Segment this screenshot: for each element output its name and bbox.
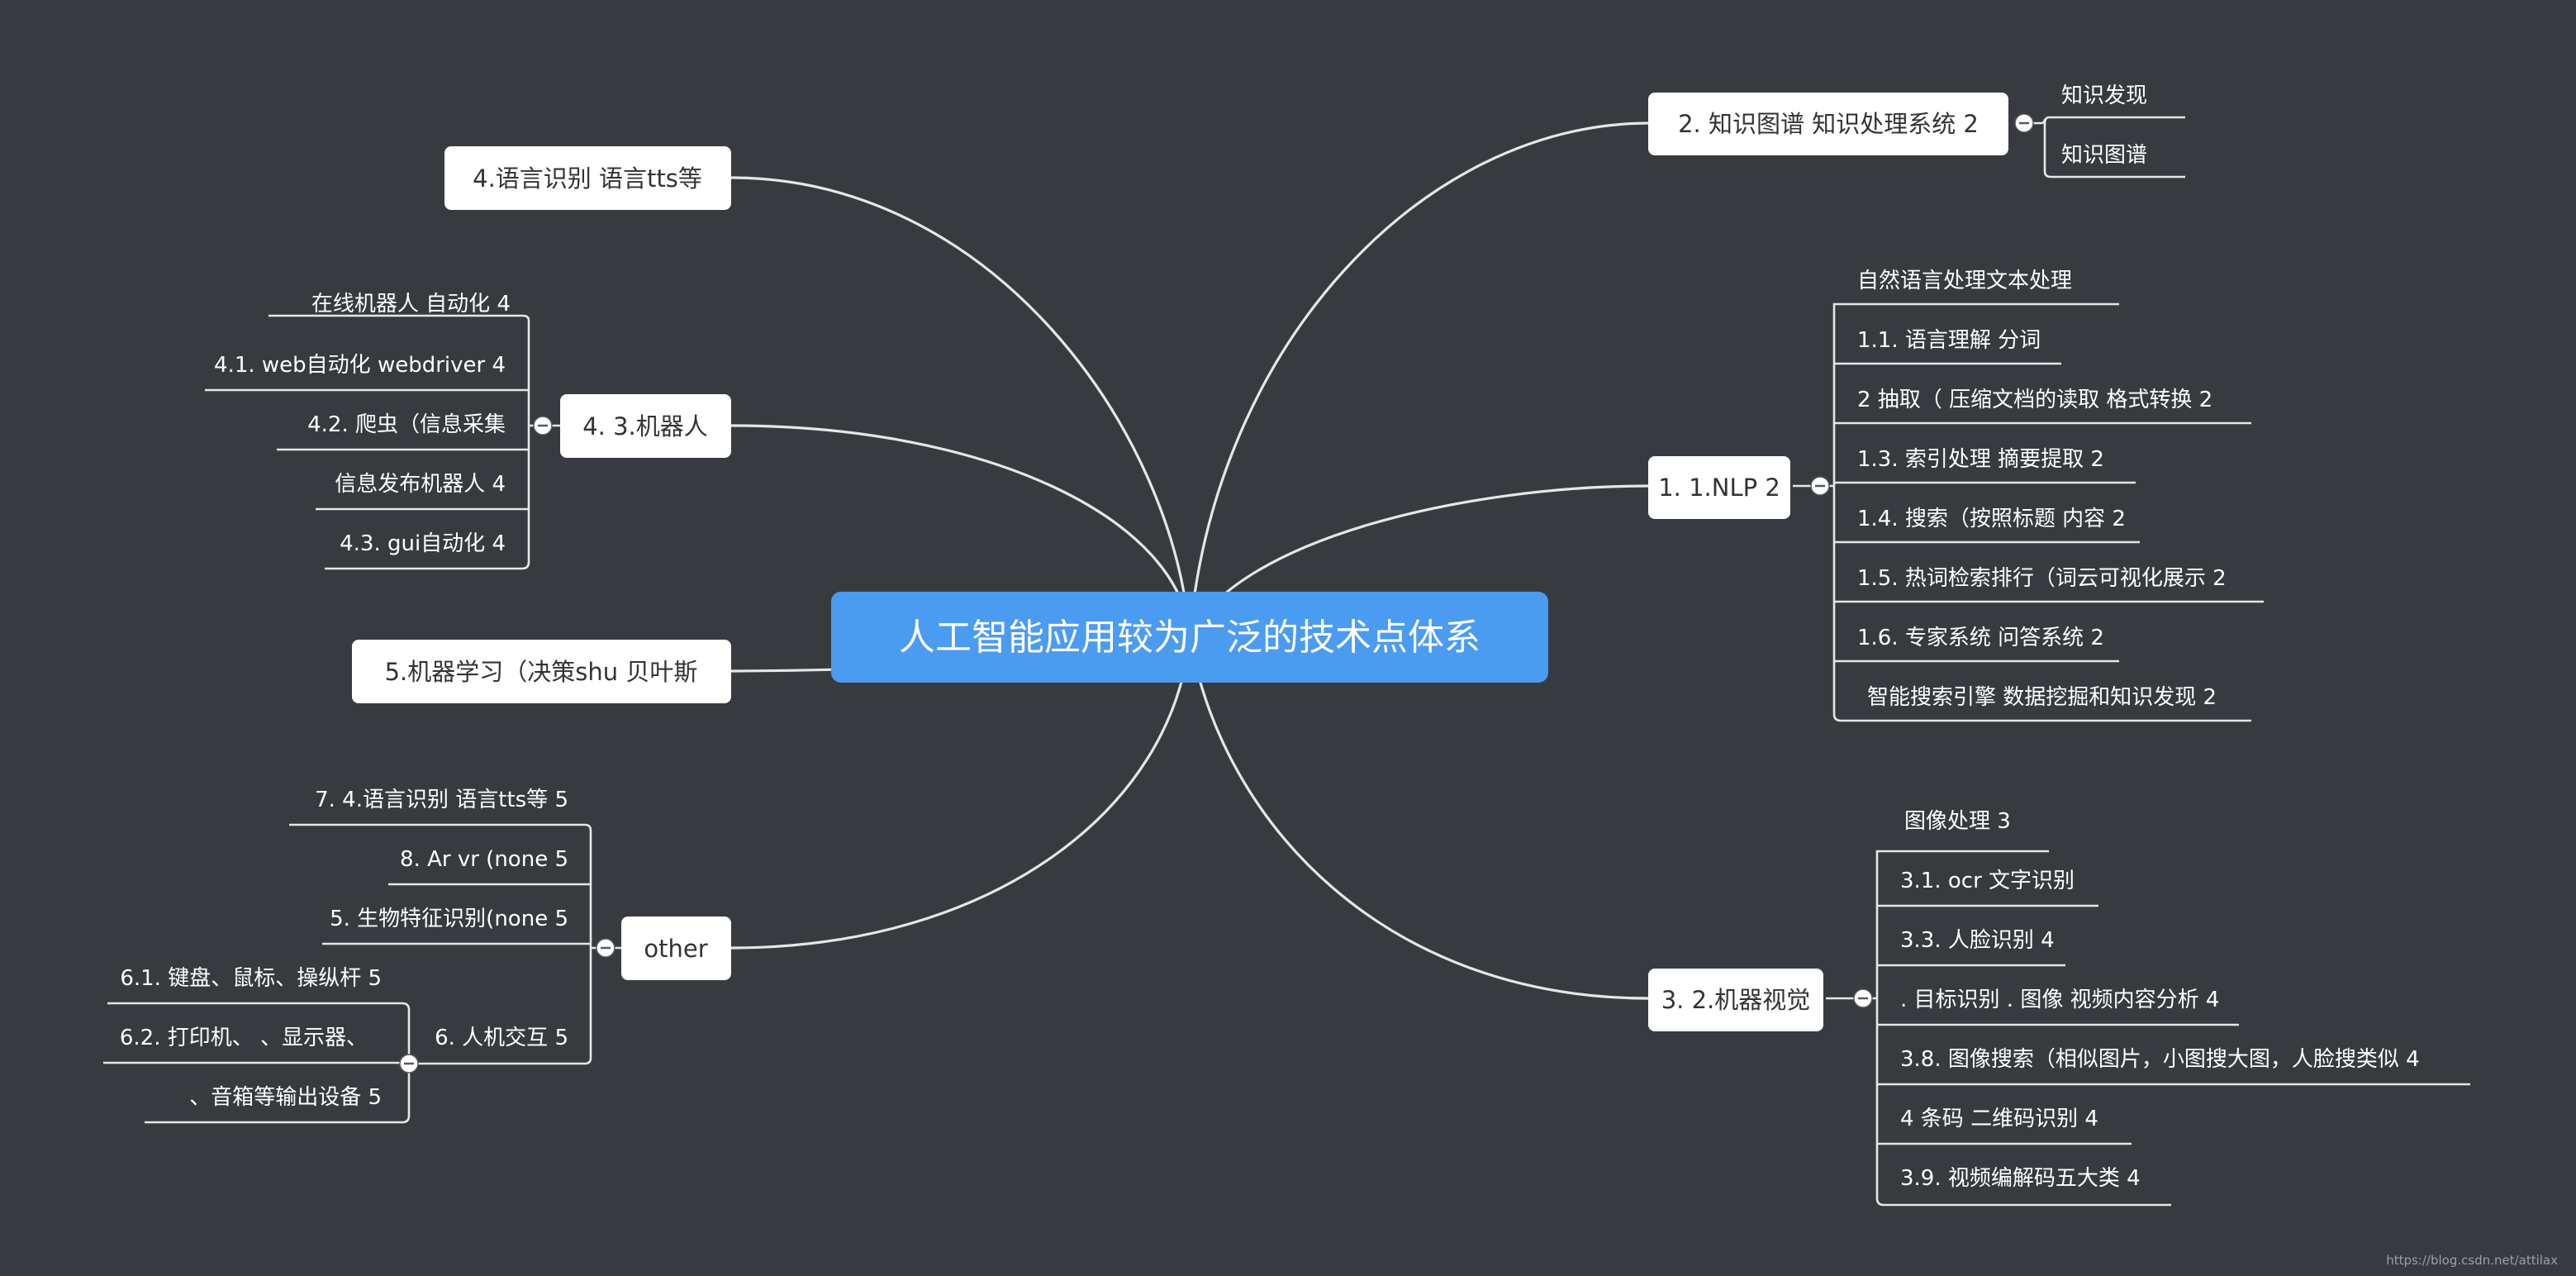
nlp-children: 自然语言处理文本处理 1.1. 语言理解 分词 2 抽取（ 压缩文档的读取 格式… bbox=[1857, 269, 2227, 710]
robot-children: 在线机器人 自动化 4 4.1. web自动化 webdriver 4 4.2.… bbox=[214, 292, 511, 556]
collapse-toggle-hci[interactable] bbox=[399, 1054, 419, 1074]
branch-robot-label: 4. 3.机器人 bbox=[582, 412, 708, 440]
collapse-toggle-nlp[interactable] bbox=[1810, 476, 1830, 496]
branch-kg-label: 2. 知识图谱 知识处理系统 2 bbox=[1678, 110, 1979, 138]
connector-cv bbox=[1188, 636, 1649, 1000]
other-child-0: 7. 4.语言识别 语言tts等 5 bbox=[315, 788, 568, 812]
cv-children: 图像处理 3 3.1. ocr 文字识别 3.3. 人脸识别 4 . 目标识别 … bbox=[1900, 809, 2420, 1191]
branch-connectors bbox=[730, 121, 1649, 1000]
hci-label: 6. 人机交互 5 bbox=[435, 1026, 568, 1050]
branch-kg[interactable]: 2. 知识图谱 知识处理系统 2 bbox=[1648, 93, 2008, 155]
branch-speech-label: 4.语言识别 语言tts等 bbox=[473, 164, 702, 193]
nlp-child-0: 自然语言处理文本处理 bbox=[1857, 269, 2072, 293]
nlp-child-5: 1.5. 热词检索排行（词云可视化展示 2 bbox=[1857, 566, 2227, 591]
nlp-trunk bbox=[1832, 302, 2119, 486]
nlp-child-4: 1.4. 搜索（按照标题 内容 2 bbox=[1857, 507, 2126, 531]
cv-child-2: 3.3. 人脸识别 4 bbox=[1900, 928, 2055, 953]
hci-child-0: 6.1. 键盘、鼠标、操纵杆 5 bbox=[120, 966, 382, 991]
connector-robot bbox=[730, 424, 1191, 637]
kg-subline-1 bbox=[2043, 123, 2185, 179]
collapse-toggle-kg[interactable] bbox=[2014, 113, 2034, 133]
cv-child-1: 3.1. ocr 文字识别 bbox=[1900, 869, 2075, 893]
kg-child-1: 知识图谱 bbox=[2061, 143, 2147, 168]
watermark: https://blog.csdn.net/attilax bbox=[2386, 1253, 2558, 1268]
nlp-child-6: 1.6. 专家系统 问答系统 2 bbox=[1857, 626, 2104, 650]
other-child-2: 5. 生物特征识别(none 5 bbox=[330, 907, 568, 931]
branch-robot[interactable]: 4. 3.机器人 bbox=[560, 394, 731, 458]
cv-child-5: 4 条码 二维码识别 4 bbox=[1900, 1107, 2098, 1131]
cv-trunk-up bbox=[1875, 850, 2049, 998]
robot-child-2: 4.2. 爬虫（信息采集 bbox=[307, 412, 506, 437]
root-label: 人工智能应用较为广泛的技术点体系 bbox=[899, 617, 1480, 659]
hci-child-1: 6.2. 打印机、 、显示器、 bbox=[120, 1026, 368, 1050]
branch-speech[interactable]: 4.语言识别 语言tts等 bbox=[444, 146, 731, 210]
branch-cv-label: 3. 2.机器视觉 bbox=[1661, 986, 1811, 1014]
branch-cv[interactable]: 3. 2.机器视觉 bbox=[1648, 969, 1823, 1031]
branch-nlp-label: 1. 1.NLP 2 bbox=[1658, 474, 1780, 502]
nlp-trunk-down bbox=[1832, 486, 2251, 722]
collapse-toggle-cv[interactable] bbox=[1853, 988, 1873, 1008]
connector-kg bbox=[1188, 121, 1649, 637]
cv-trunk-down bbox=[1875, 998, 2171, 1207]
collapse-toggle-robot[interactable] bbox=[533, 416, 553, 436]
branch-ml[interactable]: 5.机器学习（决策shu 贝叶斯 bbox=[352, 640, 731, 703]
other-trunk-up bbox=[289, 823, 592, 948]
root-node[interactable]: 人工智能应用较为广泛的技术点体系 bbox=[831, 592, 1548, 683]
nlp-child-2: 2 抽取（ 压缩文档的读取 格式转换 2 bbox=[1857, 388, 2212, 412]
cv-child-0: 图像处理 3 bbox=[1904, 809, 2011, 834]
kg-subline-0 bbox=[2024, 116, 2185, 125]
kg-children: 知识发现 知识图谱 bbox=[2061, 83, 2147, 168]
branch-nlp[interactable]: 1. 1.NLP 2 bbox=[1648, 456, 1790, 519]
collapse-toggle-other[interactable] bbox=[596, 938, 615, 958]
connector-other bbox=[730, 636, 1191, 950]
cv-child-4: 3.8. 图像搜索（相似图片，小图搜大图，人脸搜类似 4 bbox=[1900, 1047, 2420, 1072]
other-children: 7. 4.语言识别 语言tts等 5 8. Ar vr (none 5 5. 生… bbox=[315, 788, 568, 1050]
branch-ml-label: 5.机器学习（决策shu 贝叶斯 bbox=[385, 658, 698, 686]
hci-children: 6.1. 键盘、鼠标、操纵杆 5 6.2. 打印机、 、显示器、 、音箱等输出设… bbox=[120, 966, 382, 1110]
subbranch-lines bbox=[103, 116, 2470, 1207]
robot-trunk-up bbox=[269, 314, 530, 426]
robot-child-0: 在线机器人 自动化 4 bbox=[311, 292, 511, 317]
other-trunk-down bbox=[409, 948, 592, 1065]
cv-child-3: . 目标识别 . 图像 视频内容分析 4 bbox=[1900, 988, 2219, 1012]
robot-trunk-down bbox=[325, 426, 530, 570]
kg-child-0: 知识发现 bbox=[2061, 83, 2147, 108]
robot-child-1: 4.1. web自动化 webdriver 4 bbox=[214, 353, 506, 378]
connector-speech bbox=[730, 176, 1191, 637]
hci-child-2: 、音箱等输出设备 5 bbox=[189, 1085, 382, 1110]
nlp-child-7: 智能搜索引擎 数据挖掘和知识发现 2 bbox=[1867, 685, 2217, 710]
nlp-child-1: 1.1. 语言理解 分词 bbox=[1857, 328, 2041, 353]
other-child-1: 8. Ar vr (none 5 bbox=[400, 847, 568, 872]
robot-child-3: 信息发布机器人 4 bbox=[335, 472, 506, 497]
branch-other[interactable]: other bbox=[621, 917, 731, 980]
hci-trunk-up bbox=[107, 1002, 411, 1064]
cv-child-6: 3.9. 视频编解码五大类 4 bbox=[1900, 1166, 2141, 1191]
nlp-child-3: 1.3. 索引处理 摘要提取 2 bbox=[1857, 447, 2104, 472]
hci-trunk-down bbox=[145, 1064, 411, 1124]
branch-other-label: other bbox=[644, 935, 707, 963]
robot-child-4: 4.3. gui自动化 4 bbox=[340, 531, 506, 556]
